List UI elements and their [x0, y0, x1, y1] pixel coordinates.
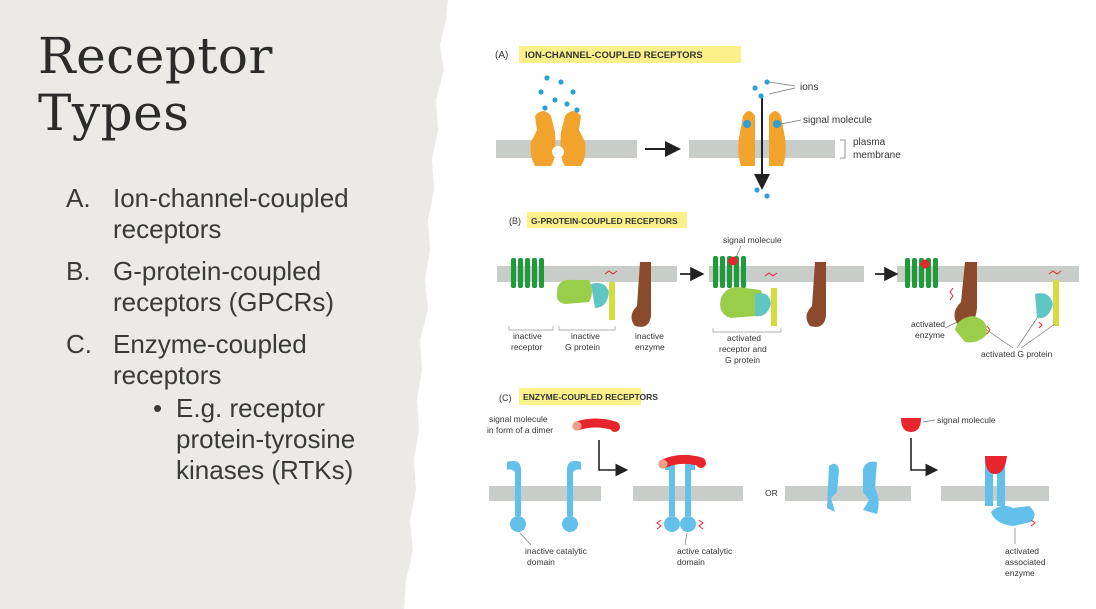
list-item: B. G-protein-coupled receptors (GPCRs) — [66, 256, 386, 318]
dimer-signal-molecule — [572, 418, 620, 432]
ion-channel-closed — [530, 111, 586, 166]
list-item-text: G-protein-coupled receptors (GPCRs) — [113, 256, 335, 317]
inactive-rtk — [507, 460, 581, 532]
active-catalytic-label-2: domain — [677, 557, 705, 567]
activated-g-protein-label: activated G protein — [981, 349, 1053, 359]
inactive-g-protein-label-2: G protein — [565, 342, 600, 352]
panel-a-heading-highlight — [519, 46, 741, 63]
list-item-text: Ion-channel-coupled receptors — [113, 183, 349, 244]
sub-list-item: • E.g. receptor protein-tyrosine kinases… — [153, 393, 386, 486]
list-item: C. Enzyme-coupled receptors • E.g. recep… — [66, 329, 386, 486]
panel-b-heading-highlight — [527, 212, 687, 228]
inactive-receptor-label: inactive — [513, 331, 542, 341]
list-item: A. Ion-channel-coupled receptors — [66, 183, 386, 245]
activated-receptor-label: activated — [727, 333, 761, 343]
inactive-gpcr — [511, 258, 544, 288]
list-marker: C. — [66, 329, 92, 359]
signal-molecule-label-c: signal molecule — [937, 415, 996, 425]
inactive-enzyme-label-2: enzyme — [635, 342, 665, 352]
dimer-label: signal molecule — [489, 414, 548, 424]
ion-channel-open — [738, 98, 786, 190]
inactive-enzyme-label: inactive — [635, 331, 664, 341]
panel-c-heading-highlight — [519, 388, 641, 405]
panel-b: (B) G-PROTEIN-COUPLED RECEPTORS — [497, 212, 1079, 365]
inactive-g-protein-label: inactive — [571, 331, 600, 341]
ions-open-channel — [752, 79, 770, 199]
sub-list-item-text: E.g. receptor protein-tyrosine kinases (… — [176, 393, 356, 485]
activated-enzyme — [949, 262, 991, 343]
ions-label: ions — [800, 82, 818, 93]
activated-g-protein-complex — [720, 272, 778, 326]
gpcr-bound-signal — [905, 258, 938, 288]
signal-molecule-label-b: signal molecule — [723, 235, 782, 245]
activated-enzyme-label-2: enzyme — [915, 330, 945, 340]
activated-g-protein — [1035, 270, 1062, 329]
panel-a: (A) ION-CHANNEL-COUPLED RECEPTORS — [495, 46, 901, 199]
plasma-membrane — [941, 486, 1049, 501]
ions-outside — [538, 75, 580, 113]
inactive-receptor-pair — [827, 461, 879, 514]
panel-c: (C) ENZYME-COUPLED RECEPTORS signal mole… — [487, 388, 1049, 578]
signal-molecule-red — [901, 418, 936, 432]
membrane-label: membrane — [853, 150, 901, 161]
slide-title: Receptor Types — [38, 28, 273, 142]
title-line-2: Types — [38, 84, 190, 142]
panel-b-letter: (B) — [509, 216, 521, 226]
receptor-types-figure: (A) ION-CHANNEL-COUPLED RECEPTORS — [487, 46, 1079, 578]
panel-a-heading: ION-CHANNEL-COUPLED RECEPTORS — [525, 50, 703, 61]
inactive-receptor-label-2: receptor — [511, 342, 542, 352]
active-rtk-dimer — [656, 454, 706, 532]
activated-enzyme-label: activated — [911, 319, 945, 329]
transition-arrow — [910, 438, 939, 477]
plasma-membrane — [897, 266, 1079, 282]
dimer-label-2: in form of a dimer — [487, 425, 553, 435]
receptor-type-list: A. Ion-channel-coupled receptors B. G-pr… — [66, 183, 386, 497]
transition-arrow — [598, 440, 629, 477]
or-label: OR — [765, 488, 778, 498]
bullet-dot: • — [153, 393, 163, 423]
plasma-label: plasma — [853, 137, 886, 148]
panel-b-heading: G-PROTEIN-COUPLED RECEPTORS — [531, 216, 678, 226]
activated-associated-enzyme-label: activated — [1005, 546, 1039, 556]
signal-molecule-label: signal molecule — [803, 115, 872, 126]
plasma-membrane — [785, 486, 911, 501]
inactive-catalytic-label-2: domain — [527, 557, 555, 567]
active-catalytic-label: active catalytic — [677, 546, 733, 556]
list-marker: B. — [66, 256, 91, 286]
panel-a-letter: (A) — [495, 50, 508, 61]
activated-receptor-label-3: G protein — [725, 355, 760, 365]
activated-associated-enzyme-label-3: enzyme — [1005, 568, 1035, 578]
list-marker: A. — [66, 183, 91, 213]
inactive-enzyme — [806, 262, 826, 327]
plasma-membrane — [709, 266, 864, 282]
inactive-g-protein — [556, 270, 618, 320]
panel-c-heading: ENZYME-COUPLED RECEPTORS — [523, 392, 658, 402]
inactive-catalytic-label: inactive catalytic — [525, 546, 588, 556]
list-item-text: Enzyme-coupled receptors — [113, 329, 307, 390]
inactive-enzyme — [631, 262, 651, 327]
active-receptor-associated-enzyme — [985, 456, 1036, 527]
title-line-1: Receptor — [38, 27, 273, 85]
activated-gpcr — [713, 256, 746, 288]
panel-c-letter: (C) — [499, 393, 512, 403]
plasma-membrane — [489, 486, 601, 501]
activated-associated-enzyme-label-2: associated — [1005, 557, 1046, 567]
activated-receptor-label-2: receptor and — [719, 344, 767, 354]
